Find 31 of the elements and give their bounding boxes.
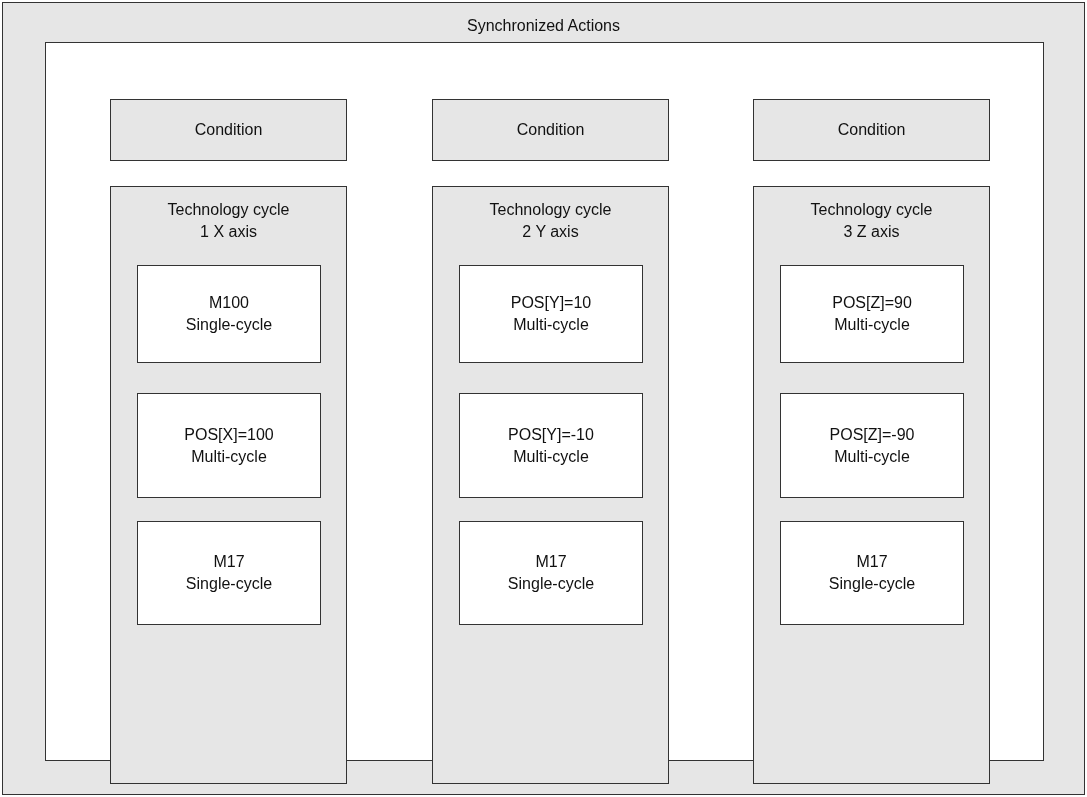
- process-box: [137, 521, 321, 625]
- process-box: [780, 393, 964, 498]
- panel-heading: Technology cycle 3 Z axis: [809, 200, 934, 242]
- box-label: POS[Z]=90 Multi-cycle: [831, 293, 913, 335]
- process-box: [432, 99, 669, 161]
- process-box: [137, 393, 321, 498]
- process-box: [137, 265, 321, 363]
- box-label: Condition: [515, 120, 586, 140]
- process-box: [780, 521, 964, 625]
- process-box: [753, 99, 990, 161]
- box-label: POS[Z]=-90 Multi-cycle: [828, 424, 916, 467]
- box-label: M17 Single-cycle: [184, 552, 274, 594]
- process-box: [459, 393, 643, 498]
- panel-heading: Technology cycle 1 X axis: [166, 200, 291, 242]
- panel-heading: Synchronized Actions: [466, 16, 621, 36]
- box-label: Condition: [836, 120, 907, 140]
- box-label: Condition: [193, 120, 264, 140]
- panel-heading: Technology cycle 2 Y axis: [488, 200, 613, 242]
- process-box: [110, 99, 347, 161]
- group-panel: [753, 186, 990, 784]
- box-label: M100 Single-cycle: [184, 293, 274, 335]
- process-box: [459, 265, 643, 363]
- box-label: POS[X]=100 Multi-cycle: [183, 424, 275, 467]
- box-label: M17 Single-cycle: [827, 552, 917, 594]
- group-panel: [110, 186, 347, 784]
- box-label: POS[Y]=-10 Multi-cycle: [507, 424, 595, 467]
- box-label: POS[Y]=10 Multi-cycle: [509, 293, 593, 335]
- box-label: M17 Single-cycle: [506, 552, 596, 594]
- process-box: [780, 265, 964, 363]
- process-box: [459, 521, 643, 625]
- group-panel: [432, 186, 669, 784]
